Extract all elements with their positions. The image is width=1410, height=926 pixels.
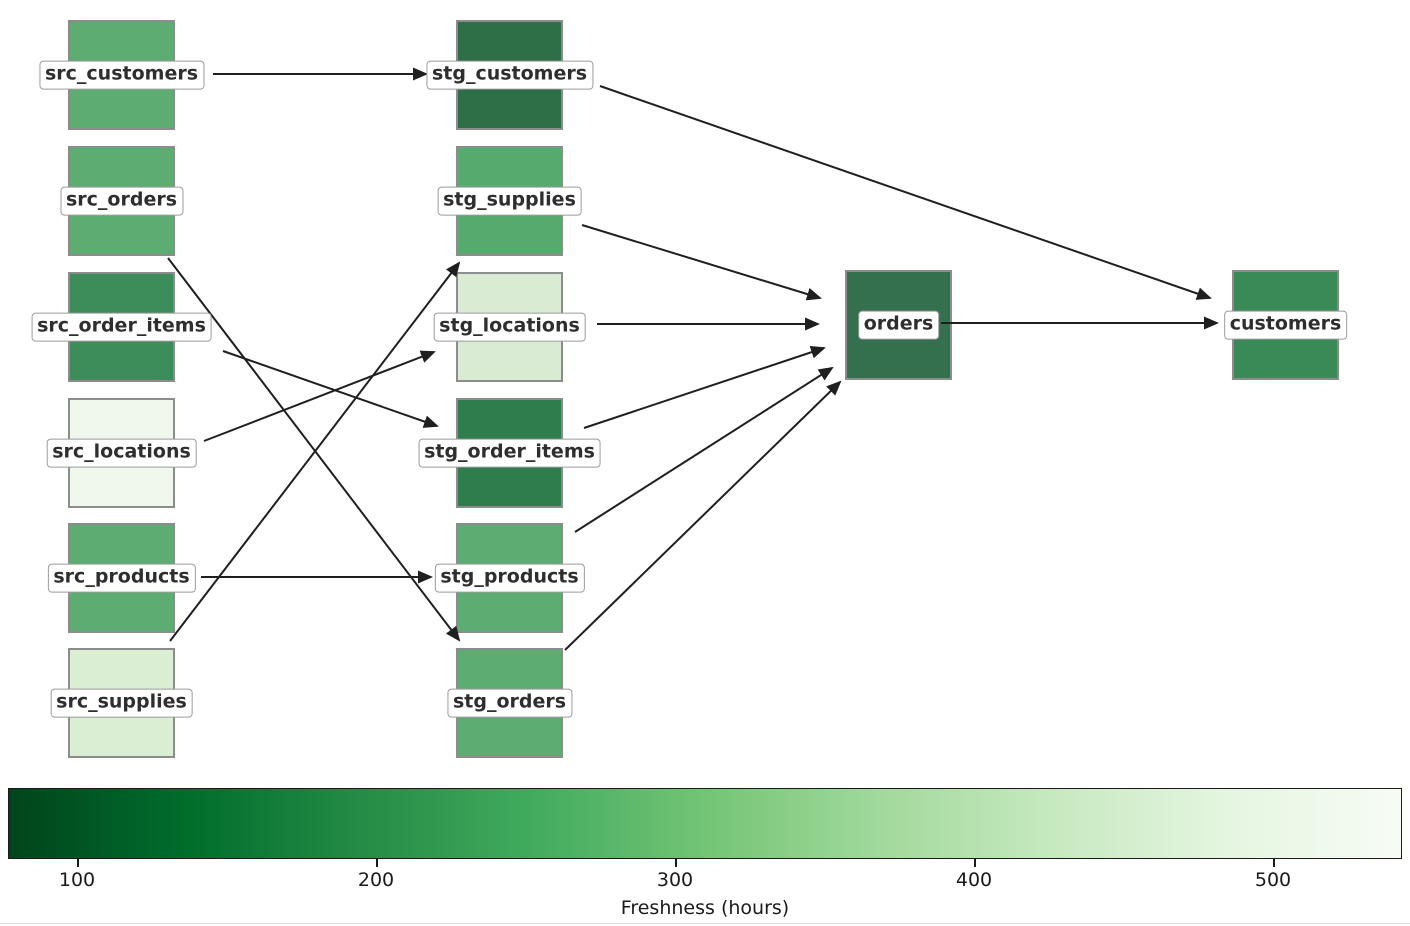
colorbar-tick-label-200: 200	[357, 869, 395, 891]
colorbar-tick-label-100: 100	[58, 869, 96, 891]
node-label-customers: customers	[1223, 310, 1348, 340]
colorbar-tick-label-300: 300	[656, 869, 694, 891]
colorbar-tick-100	[77, 859, 79, 867]
node-label-src_customers: src_customers	[38, 60, 205, 90]
colorbar-tick-label-500: 500	[1254, 869, 1292, 891]
colorbar-axis-label: Freshness (hours)	[620, 897, 790, 919]
colorbar-tick-200	[376, 859, 378, 867]
node-label-stg_products: stg_products	[434, 563, 585, 593]
figure-bottom-edge	[0, 923, 1410, 924]
colorbar-tick-label-400: 400	[955, 869, 993, 891]
colorbar-tick-500	[1273, 859, 1275, 867]
colorbar-gradient	[8, 788, 1402, 859]
node-label-src_supplies: src_supplies	[50, 688, 193, 718]
edge-stg_products-to-orders	[574, 366, 834, 533]
edge-stg_orders-to-orders	[564, 380, 842, 651]
node-label-src_orders: src_orders	[59, 186, 184, 216]
node-label-stg_orders: stg_orders	[446, 688, 573, 718]
node-label-stg_supplies: stg_supplies	[437, 186, 582, 216]
node-label-orders: orders	[857, 310, 940, 340]
node-label-stg_order_items: stg_order_items	[418, 438, 601, 468]
edge-src_order_items-to-stg_order_items	[222, 350, 439, 428]
node-label-src_order_items: src_order_items	[31, 312, 212, 342]
edge-src_supplies-to-stg_supplies	[169, 261, 461, 642]
edge-stg_customers-to-customers	[599, 85, 1212, 300]
node-label-stg_locations: stg_locations	[433, 312, 586, 342]
edge-src_locations-to-stg_locations	[203, 350, 436, 442]
node-label-src_locations: src_locations	[46, 438, 197, 468]
edge-stg_supplies-to-orders	[581, 224, 822, 301]
node-label-stg_customers: stg_customers	[425, 60, 594, 90]
edge-stg_order_items-to-orders	[583, 345, 826, 429]
node-label-src_products: src_products	[47, 563, 196, 593]
colorbar-tick-400	[974, 859, 976, 867]
colorbar-tick-300	[675, 859, 677, 867]
